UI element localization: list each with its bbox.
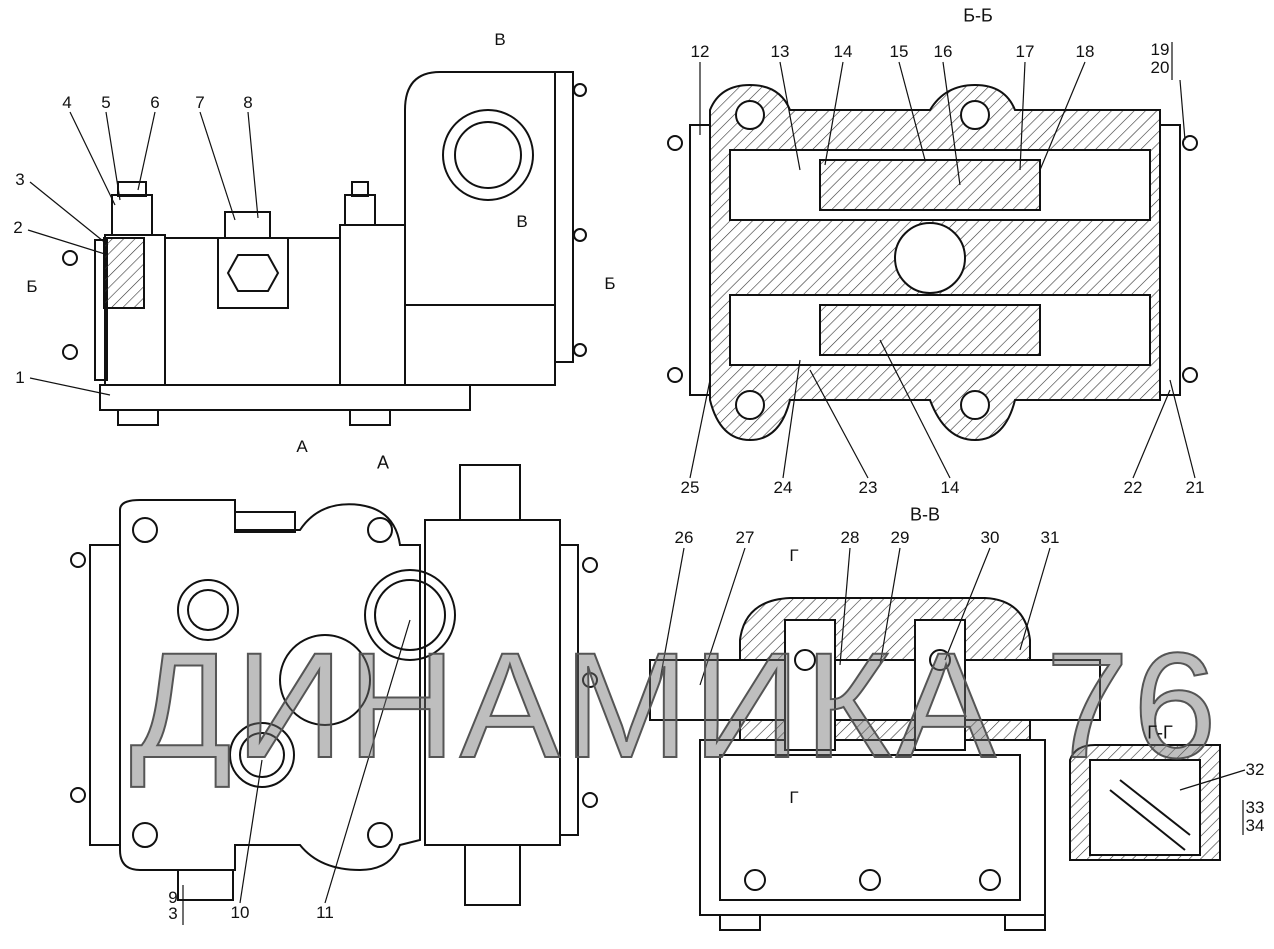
callout: 8	[243, 93, 253, 112]
callout: 28	[840, 528, 860, 547]
callout: 3	[15, 170, 25, 189]
section-vv-title: В-В	[909, 504, 941, 525]
section-vv	[649, 597, 1101, 931]
callout: 17	[1015, 42, 1035, 61]
section-bb-title: Б-Б	[963, 5, 993, 26]
callout: 26	[674, 528, 694, 547]
callout: 29	[890, 528, 910, 547]
callout: 20	[1150, 58, 1170, 77]
view-a-title: А	[376, 452, 390, 473]
callout: 32	[1245, 760, 1265, 779]
marker-b-right: Б	[604, 274, 616, 293]
callout: 21	[1185, 478, 1205, 497]
watermark: ДИНАМИКА 76	[129, 621, 1221, 789]
callout: 14	[833, 42, 853, 61]
callout: 34	[1245, 816, 1265, 835]
callout: 23	[858, 478, 878, 497]
marker-g-top: Г	[789, 546, 799, 565]
marker-v-top: В	[494, 30, 506, 49]
callout: 27	[735, 528, 755, 547]
callout: 5	[101, 93, 111, 112]
marker-a-arrow: А	[296, 437, 308, 456]
callout: 31	[1040, 528, 1060, 547]
section-gg	[1069, 744, 1221, 861]
callout: 12	[690, 42, 710, 61]
leader-lines	[27, 42, 1246, 925]
callout: 33	[1245, 798, 1265, 817]
callout: 16	[933, 42, 953, 61]
callout: 24	[773, 478, 793, 497]
callout: 10	[230, 903, 250, 922]
callout: 4	[62, 93, 72, 112]
callout: 13	[770, 42, 790, 61]
callout: 6	[150, 93, 160, 112]
front-view	[62, 71, 587, 426]
callout: 15	[889, 42, 909, 61]
callout: 19	[1150, 40, 1170, 59]
callout: 22	[1123, 478, 1143, 497]
callout: 25	[680, 478, 700, 497]
marker-v-mid: В	[516, 212, 528, 231]
callout: 9	[168, 888, 178, 907]
callout: 1	[15, 368, 25, 387]
callout: 2	[13, 218, 23, 237]
marker-b-left: Б	[26, 277, 38, 296]
callout: 7	[195, 93, 205, 112]
section-gg-title: Г-Г	[1147, 722, 1173, 743]
callout: 30	[980, 528, 1000, 547]
section-bb	[667, 83, 1198, 442]
marker-g-bottom: Г	[789, 788, 799, 807]
callout: 3	[168, 904, 178, 923]
view-a	[70, 464, 598, 906]
callout: 11	[316, 903, 334, 922]
callout: 18	[1075, 42, 1095, 61]
callout: 14	[940, 478, 960, 497]
